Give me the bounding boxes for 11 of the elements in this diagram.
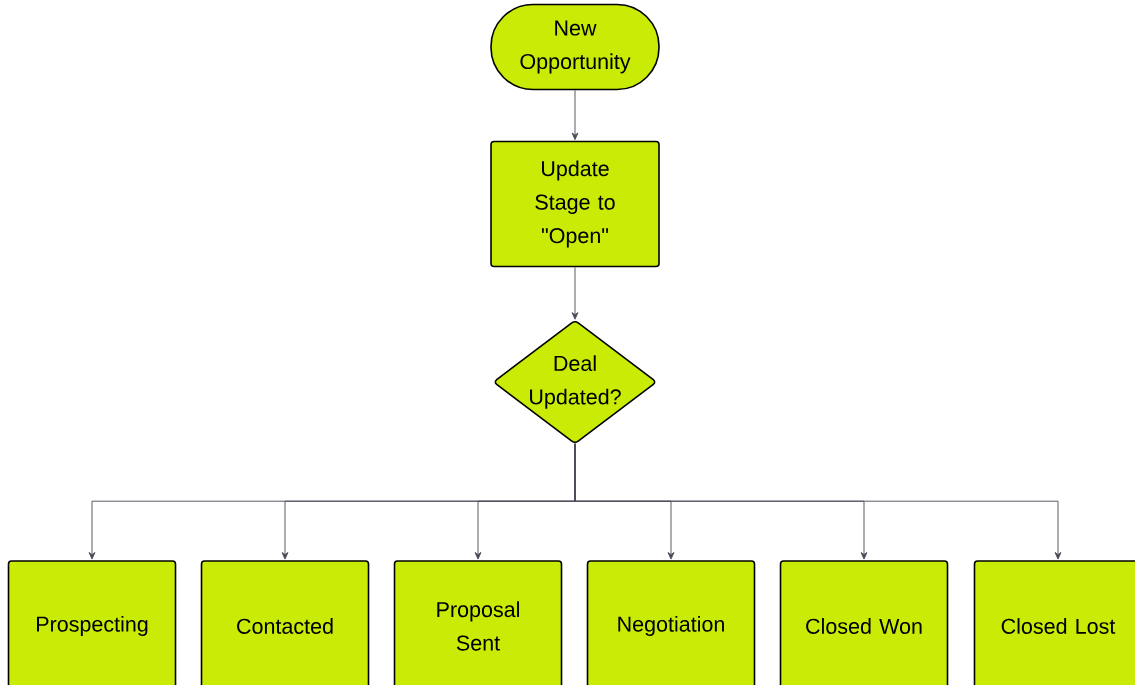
arrow	[574, 443, 1062, 560]
start-terminal: New Opportunity	[490, 3, 660, 91]
arrow	[571, 266, 579, 320]
stage-box: Contacted	[200, 560, 370, 685]
stage-box: Proposal Sent	[393, 560, 563, 685]
arrow	[571, 89, 579, 141]
stage-box: Negotiation	[586, 560, 756, 685]
process-box: Update Stage to "Open"	[490, 140, 660, 268]
stage-box: Closed Lost	[973, 560, 1135, 685]
stage-box: Prospecting	[7, 560, 177, 685]
stage-box: Closed Won	[779, 560, 949, 685]
